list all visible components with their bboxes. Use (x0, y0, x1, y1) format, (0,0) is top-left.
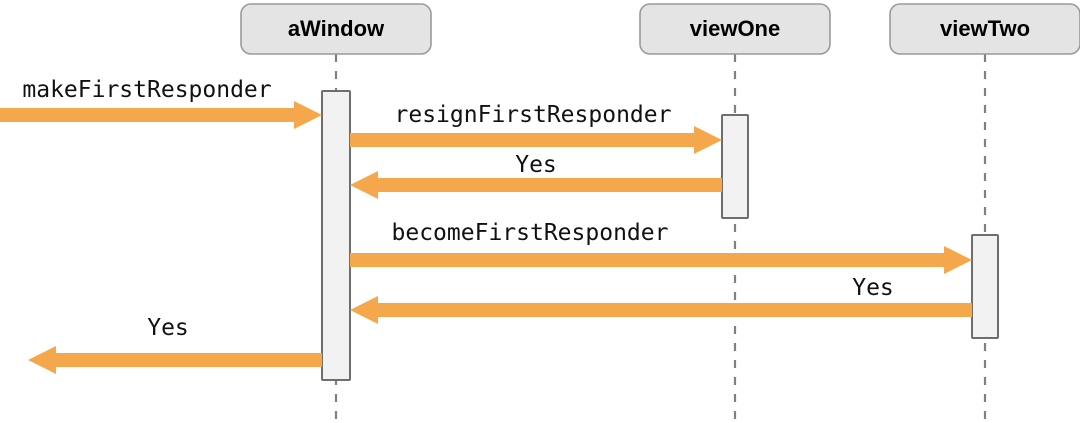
message-label-becomeFirstResponder: becomeFirstResponder (392, 220, 669, 246)
message-arrow-becomeFirstResponder (350, 246, 972, 274)
message-arrow-yes-viewOne (350, 171, 722, 199)
message-arrow-makeFirstResponder (0, 101, 322, 129)
message-arrow-yes-return (28, 346, 322, 374)
participant-header-viewTwo[interactable]: viewTwo (889, 3, 1080, 55)
activation-bar-viewOne (721, 114, 749, 219)
message-label-yes-return: Yes (147, 315, 189, 341)
message-label-resignFirstResponder: resignFirstResponder (395, 102, 672, 128)
participant-header-aWindow[interactable]: aWindow (240, 3, 432, 55)
activation-bar-viewTwo (971, 234, 999, 339)
messages-group (0, 101, 972, 374)
participant-box-viewOne[interactable] (639, 3, 831, 55)
participant-box-aWindow[interactable] (240, 3, 432, 55)
message-label-yes-viewTwo: Yes (852, 275, 894, 301)
message-label-makeFirstResponder: makeFirstResponder (22, 77, 271, 103)
activations-group (321, 90, 999, 381)
participant-label-viewOne: viewOne (690, 16, 780, 41)
participant-label-aWindow: aWindow (288, 16, 385, 41)
message-arrow-yes-viewTwo (350, 296, 972, 324)
message-labels-group: makeFirstResponder resignFirstResponder … (22, 77, 893, 341)
activation-bar-aWindow (321, 90, 351, 381)
participant-label-viewTwo: viewTwo (940, 16, 1030, 41)
participant-headers-group: aWindow viewOne viewTwo (240, 3, 1080, 55)
participant-header-viewOne[interactable]: viewOne (639, 3, 831, 55)
message-arrow-resignFirstResponder (350, 126, 722, 154)
participant-box-viewTwo[interactable] (889, 3, 1080, 55)
message-label-yes-viewOne: Yes (515, 152, 557, 178)
